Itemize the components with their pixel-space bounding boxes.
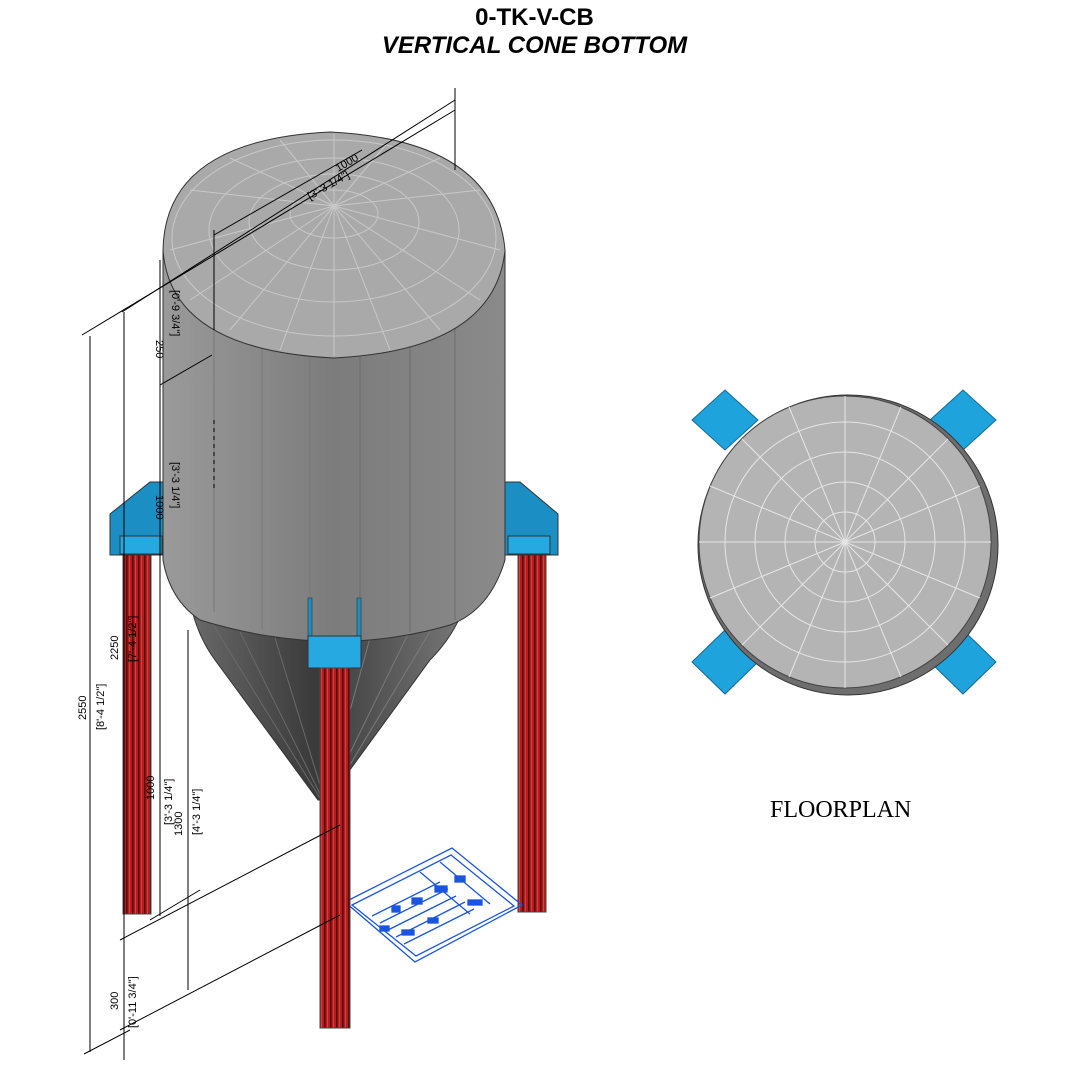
- dim-base-offset-imperial: [0'-11 3/4"]: [127, 976, 139, 1028]
- dim-cone-height: 1000: [145, 776, 157, 800]
- dim-base-offset: 300: [109, 992, 121, 1010]
- title-block: 0-TK-V-CB VERTICAL CONE BOTTOM: [0, 4, 1069, 60]
- drawing-title: 0-TK-V-CB: [475, 4, 594, 31]
- dimension-lines: [81, 88, 456, 1060]
- tank-dome: [162, 131, 506, 359]
- back-leg-right: [517, 547, 547, 913]
- dim-cone-height-imperial: [3'-3 1/4"]: [163, 779, 175, 825]
- floorplan-label: FLOORPLAN: [770, 797, 912, 823]
- dim-leg-height: 2250: [109, 636, 121, 660]
- bracket-left: [109, 481, 164, 556]
- front-leg: [319, 667, 351, 1029]
- dim-overall-height: 2550: [77, 696, 89, 720]
- dim-leg-height-imperial: [7'-4 1/2"]: [127, 616, 139, 662]
- bracket-right: [504, 481, 559, 556]
- back-leg-left: [122, 547, 152, 915]
- floorplan-view: [691, 389, 999, 696]
- dim-clearance-imperial: [4'-3 1/4"]: [191, 789, 203, 835]
- dim-clearance: 1300: [173, 812, 185, 836]
- dim-overall-height-imperial: [8'-4 1/2"]: [95, 684, 107, 730]
- dim-head-height: 250: [153, 340, 165, 358]
- ground-title-block: [343, 847, 524, 963]
- dim-head-height-imperial: [0'-9 3/4"]: [169, 290, 181, 336]
- bracket-front: [307, 597, 362, 669]
- dim-shell-height-imperial: [3'-3 1/4"]: [169, 462, 181, 508]
- drawing-subtitle: VERTICAL CONE BOTTOM: [381, 32, 688, 59]
- floorplan-bracket-nw: [691, 389, 759, 451]
- dim-shell-height: 1000: [153, 495, 165, 519]
